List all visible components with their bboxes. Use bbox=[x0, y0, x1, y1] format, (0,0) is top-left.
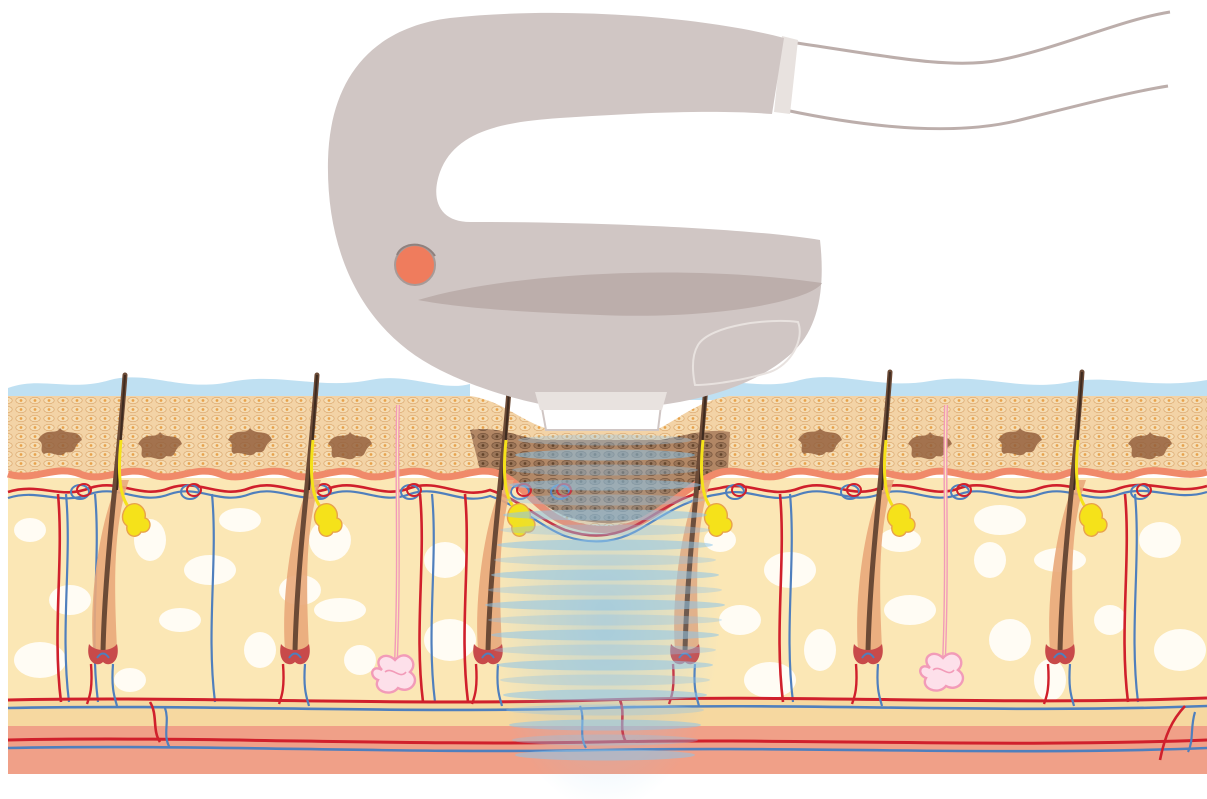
beam-band bbox=[497, 540, 713, 551]
beam-band bbox=[512, 735, 698, 746]
fat-lobule bbox=[1154, 629, 1206, 671]
fat-lobule bbox=[114, 668, 146, 692]
fat-lobule bbox=[314, 598, 366, 622]
fat-lobule bbox=[244, 632, 276, 668]
beam-band bbox=[503, 690, 707, 701]
fat-lobule bbox=[974, 542, 1006, 578]
ipl-handpiece-icon[interactable] bbox=[328, 12, 1170, 430]
beam-band bbox=[515, 750, 695, 761]
beam-band bbox=[503, 510, 707, 521]
fat-lobule bbox=[1094, 605, 1126, 635]
fat-lobule bbox=[1139, 522, 1181, 558]
fat-lobule bbox=[989, 619, 1031, 661]
beam-band bbox=[488, 615, 722, 626]
handpiece-body bbox=[328, 13, 822, 405]
beam-band bbox=[497, 660, 713, 671]
fat-lobule bbox=[184, 555, 236, 585]
beam-band bbox=[500, 675, 710, 686]
beam-band bbox=[509, 480, 701, 491]
fat-lobule bbox=[804, 629, 836, 671]
fat-lobule bbox=[424, 542, 466, 578]
fat-lobule bbox=[49, 585, 91, 615]
fat-lobule bbox=[719, 605, 761, 635]
fat-lobule bbox=[159, 608, 201, 632]
beam-band bbox=[500, 525, 710, 536]
fat-lobule bbox=[219, 508, 261, 532]
beam-band bbox=[509, 720, 701, 731]
fat-lobule bbox=[974, 505, 1026, 535]
fat-lobule bbox=[744, 662, 796, 698]
beam-band bbox=[506, 495, 704, 506]
beam-band bbox=[491, 630, 719, 641]
beam-band bbox=[518, 435, 692, 446]
fat-lobule bbox=[344, 645, 376, 675]
beam-band bbox=[494, 555, 716, 566]
fat-lobule bbox=[1034, 659, 1066, 701]
beam-band bbox=[506, 705, 704, 716]
beam-band bbox=[488, 585, 722, 596]
beam-band bbox=[515, 450, 695, 461]
beam-band bbox=[491, 570, 719, 581]
power-cable-lower bbox=[785, 86, 1168, 129]
tip-collar bbox=[535, 392, 667, 410]
trigger-button-icon[interactable] bbox=[395, 245, 435, 285]
fat-lobule bbox=[884, 595, 936, 625]
fat-lobule bbox=[14, 518, 46, 542]
beam-band bbox=[512, 465, 698, 476]
power-cable-icon bbox=[790, 12, 1170, 63]
energy-beam bbox=[485, 430, 725, 799]
beam-band bbox=[494, 645, 716, 656]
beam-band bbox=[485, 600, 725, 611]
